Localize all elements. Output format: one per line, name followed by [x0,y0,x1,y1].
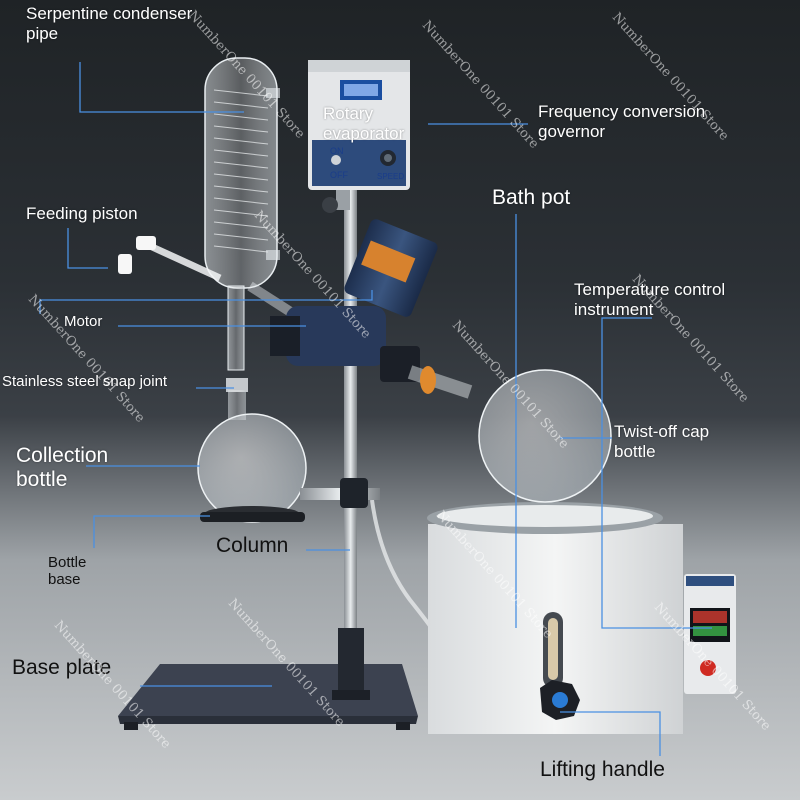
label-frequency-conversion-governor: Frequency conversion governor [538,102,706,141]
clamp-arm [300,478,380,508]
label-feeding-piston: Feeding piston [26,204,138,223]
base-plate-shape [118,664,418,730]
label-twist-off-cap-bottle: Twist-off cap bottle [614,422,710,461]
collection-flask-shape [197,390,307,523]
condenser-shape [204,57,303,371]
label-column: Column [216,534,289,557]
label-collection-bottle: Collection bottle [16,444,109,491]
label-motor: Motor [64,313,103,330]
label-serpentine-condenser-pipe: Serpentine condenser pipe [26,4,193,43]
bath-pot-shape [427,502,683,734]
leader-lines [39,62,712,756]
panel-on-label: ON [330,146,344,156]
label-stainless-steel-snap-joint: Stainless steel snap joint [2,373,168,390]
label-bottle-base: Bottle base [48,554,87,588]
label-base-plate: Base plate [12,656,112,679]
lifting-handle-shape [540,680,580,720]
label-lifting-handle: Lifting handle [540,758,665,781]
motor-shape [270,219,438,382]
label-temperature-control-instrument: Temperature control instrument [574,280,726,319]
feeding-piston-shape [118,236,222,282]
panel-off-label: OFF [330,170,348,180]
label-rotary-evaporator: Rotary evaporator [323,104,405,143]
control-box [308,60,410,213]
temperature-controller-shape [684,574,736,694]
panel-speed-label: SPEED [377,172,405,181]
label-bath-pot: Bath pot [492,186,571,209]
evaporating-flask-shape [407,365,612,503]
snap-joint-shape [226,378,248,392]
